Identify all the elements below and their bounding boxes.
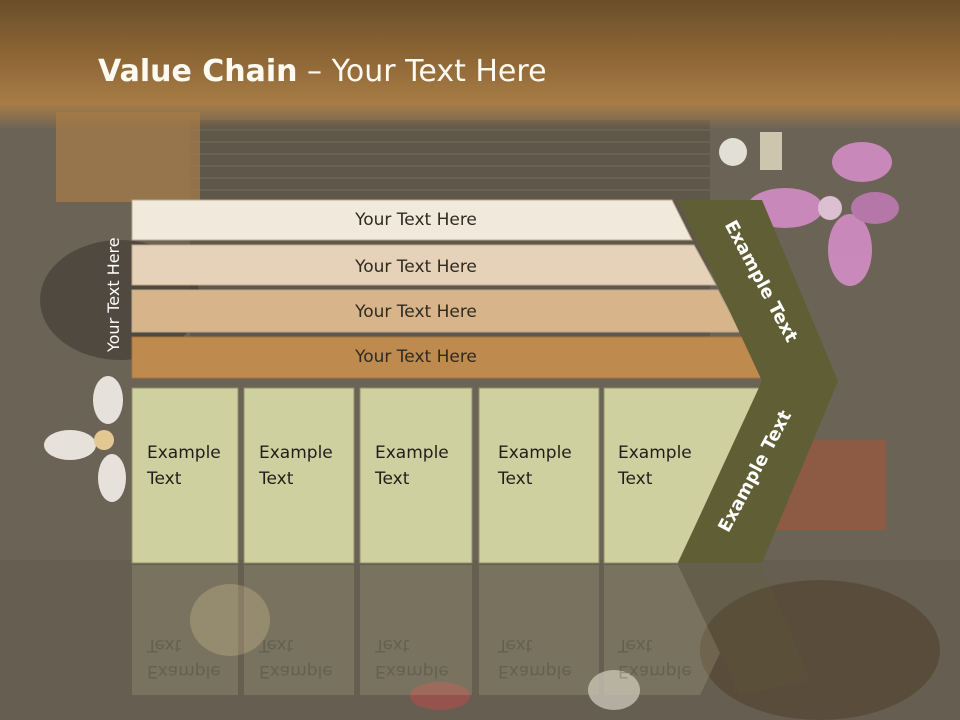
margin-chevron[interactable] xyxy=(678,200,838,563)
cell-5-line-1: Example xyxy=(618,443,692,463)
primary-activity-cell-3[interactable] xyxy=(359,387,473,564)
reflection-label-5: Example Text xyxy=(618,632,692,684)
primary-activity-cell-4[interactable] xyxy=(478,387,600,564)
support-band-1[interactable] xyxy=(131,199,693,241)
cell-4-line-2: Text xyxy=(498,469,533,489)
primary-activity-cell-2[interactable] xyxy=(243,387,355,564)
title-bold: Value Chain xyxy=(98,54,298,89)
primary-activity-cell-2-label: Example Text xyxy=(259,440,333,492)
support-band-1-label: Your Text Here xyxy=(354,210,477,230)
reflection-5-line-2: Text xyxy=(618,635,653,655)
support-band-2-label: Your Text Here xyxy=(354,257,477,277)
primary-activity-cell-3-label: Example Text xyxy=(375,440,449,492)
primary-activity-cell-1-label: Example Text xyxy=(147,440,221,492)
reflection-5-line-1: Example xyxy=(618,661,692,681)
reflection-2-line-1: Example xyxy=(259,661,333,681)
reflection-3-line-2: Text xyxy=(375,635,410,655)
page-title: Value Chain – Your Text Here xyxy=(98,54,547,89)
cell-3-line-2: Text xyxy=(375,469,410,489)
reflection-label-4: Example Text xyxy=(498,632,572,684)
reflection-4-line-1: Example xyxy=(498,661,572,681)
reflection-4-line-2: Text xyxy=(498,635,533,655)
reflection-label-1: Example Text xyxy=(147,632,221,684)
support-band-4-label: Your Text Here xyxy=(354,347,477,367)
cell-1-line-1: Example xyxy=(147,443,221,463)
cell-2-line-1: Example xyxy=(259,443,333,463)
cell-2-line-2: Text xyxy=(259,469,294,489)
primary-activity-cell-5-label: Example Text xyxy=(618,440,692,492)
reflection-label-2: Example Text xyxy=(259,632,333,684)
primary-activity-cell-1[interactable] xyxy=(131,387,239,564)
cell-1-line-2: Text xyxy=(147,469,182,489)
support-band-3-label: Your Text Here xyxy=(354,302,477,322)
cell-4-line-1: Example xyxy=(498,443,572,463)
reflection-label-3: Example Text xyxy=(375,632,449,684)
support-band-2[interactable] xyxy=(131,244,717,286)
reflection-2-line-2: Text xyxy=(259,635,294,655)
cell-3-line-1: Example xyxy=(375,443,449,463)
primary-activity-cell-4-label: Example Text xyxy=(498,440,572,492)
title-bar xyxy=(0,0,960,130)
cell-5-line-2: Text xyxy=(618,469,653,489)
diagram-reflection xyxy=(132,565,810,695)
reflection-1-line-1: Example xyxy=(147,661,221,681)
title-rest: – Your Text Here xyxy=(297,54,547,89)
reflection-1-line-2: Text xyxy=(147,635,182,655)
reflection-3-line-1: Example xyxy=(375,661,449,681)
